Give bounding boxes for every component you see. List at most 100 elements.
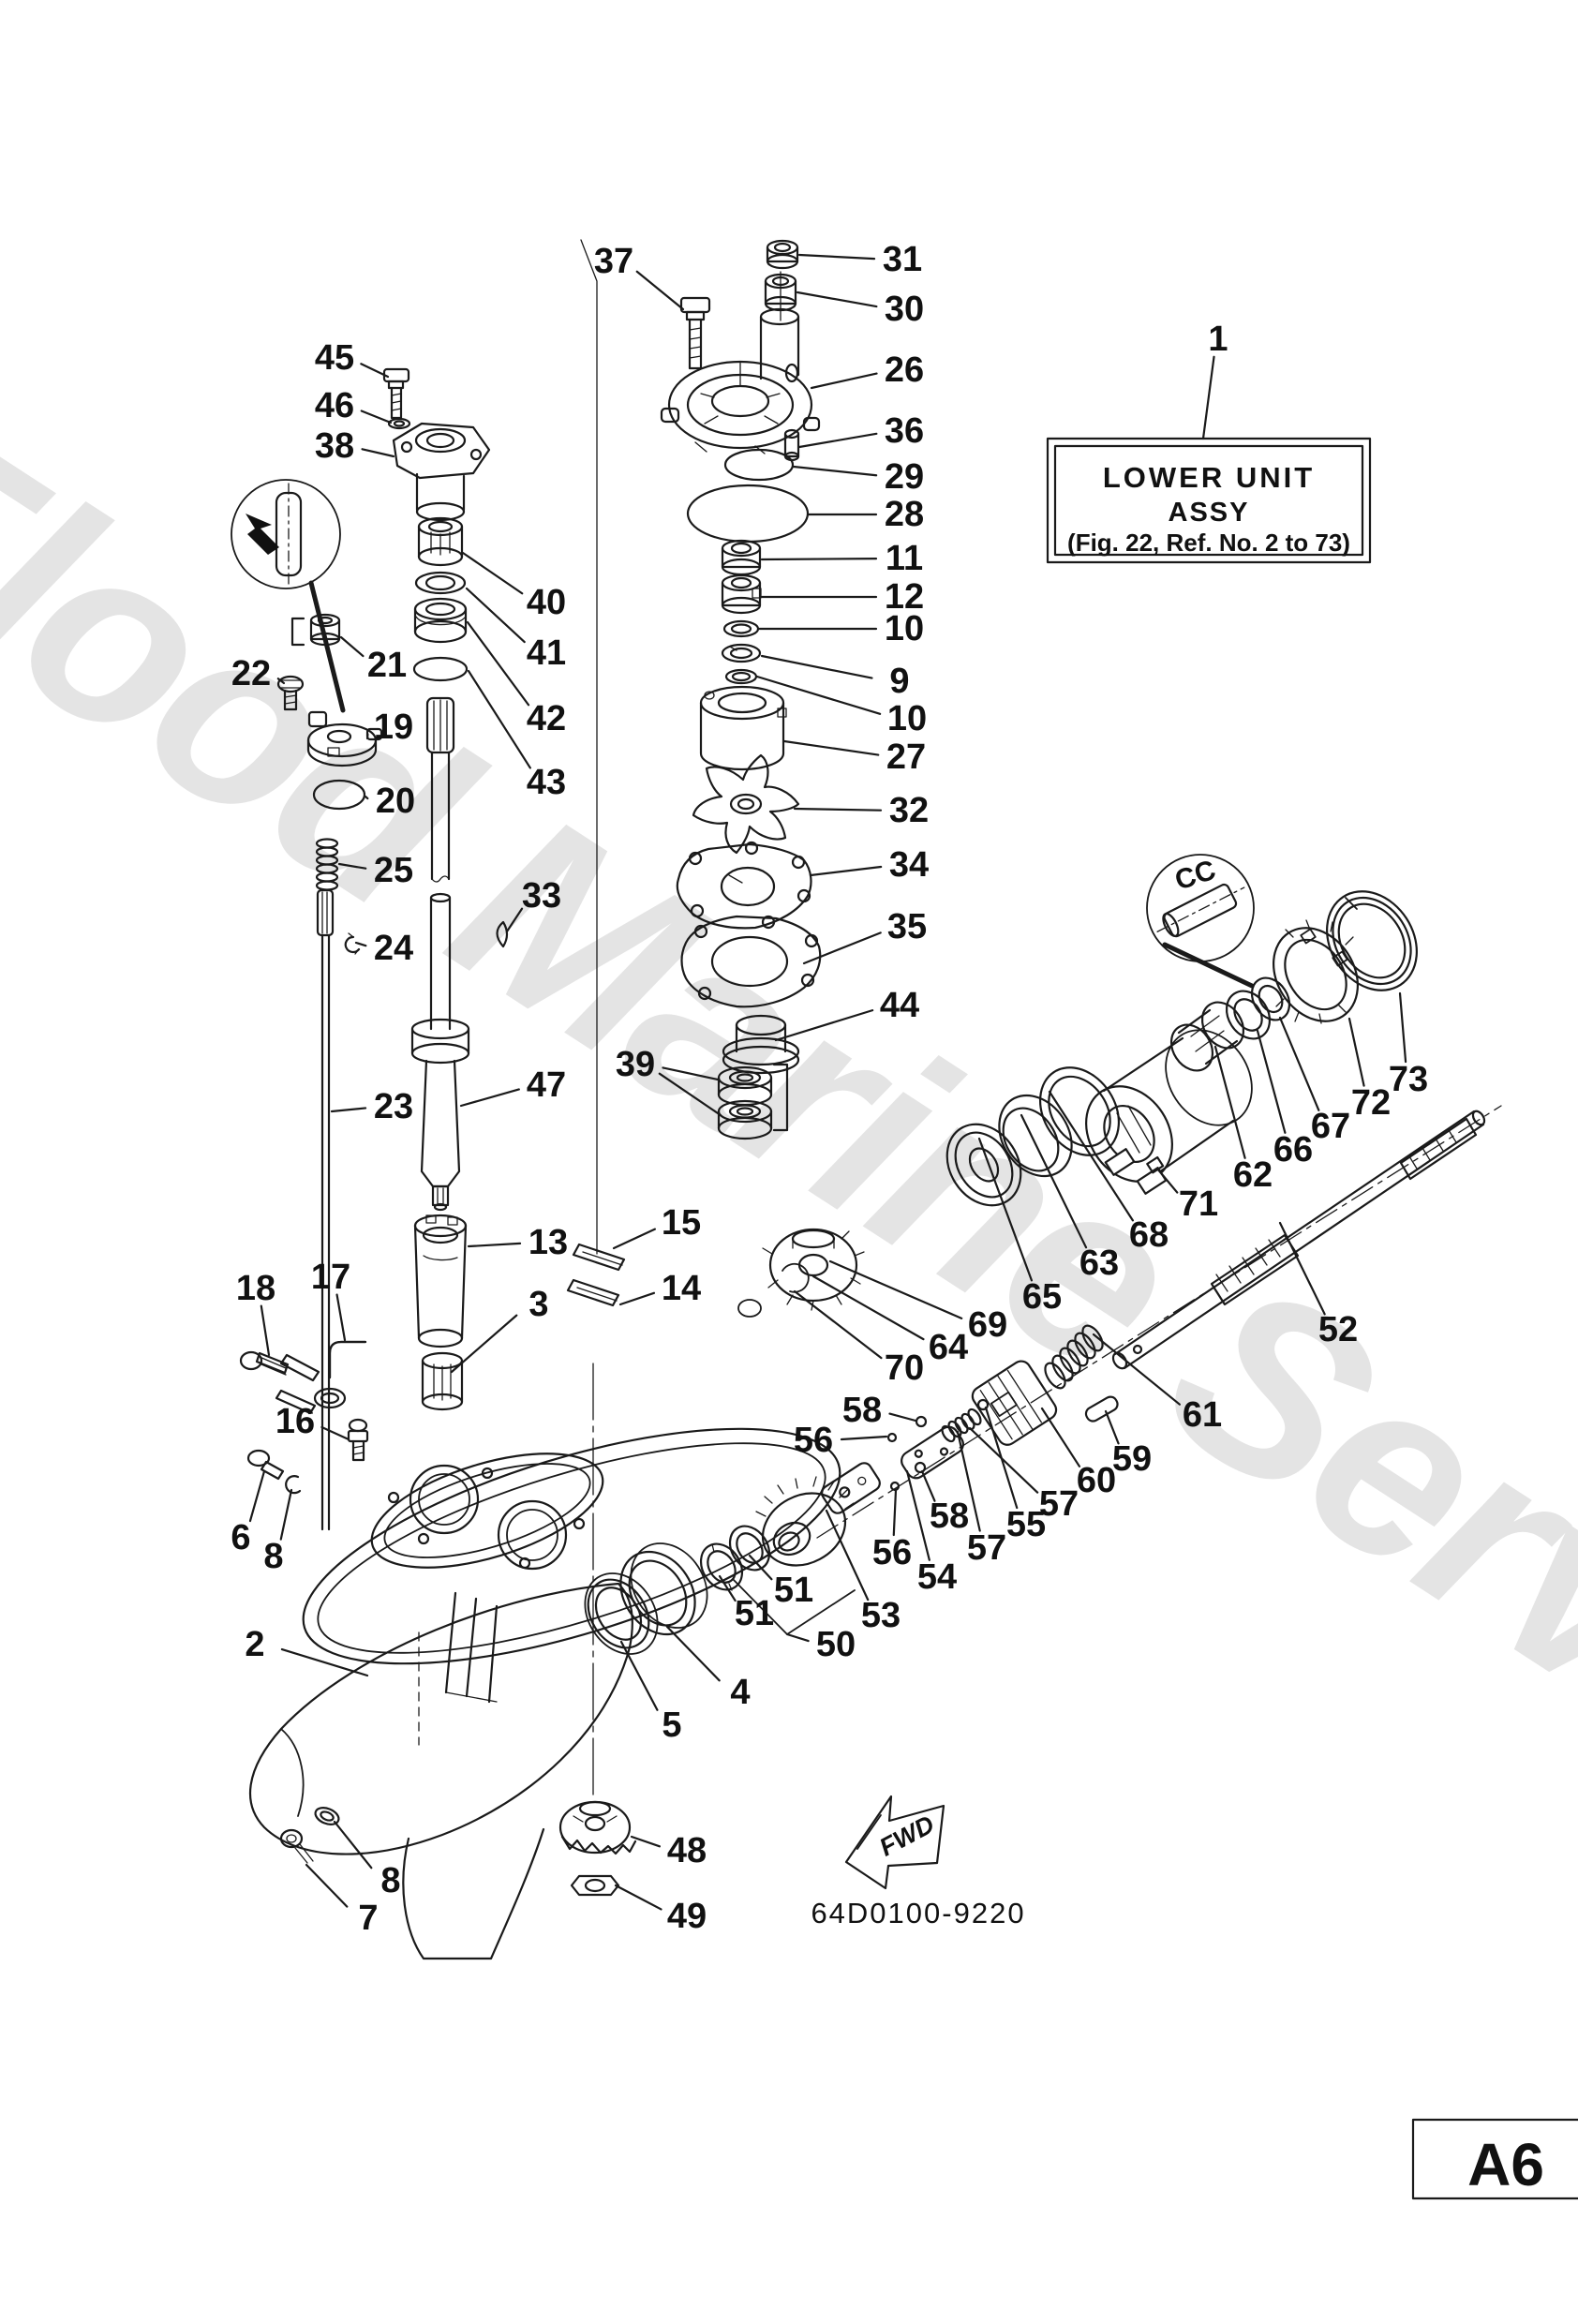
callout-33: 33 xyxy=(522,876,561,916)
leader-line-47 xyxy=(459,1088,520,1108)
leader-line-31 xyxy=(797,253,876,261)
part-spring-61 xyxy=(1044,1324,1104,1390)
callout-53: 53 xyxy=(861,1596,901,1635)
part-bushing-11 xyxy=(721,539,762,576)
callout-62: 62 xyxy=(1233,1155,1273,1195)
part-bearing-40 xyxy=(417,516,464,567)
leader-line-8 xyxy=(333,1820,373,1870)
part-pump-plate-34 xyxy=(676,841,812,930)
label-box-line3: (Fig. 22, Ref. No. 2 to 73) xyxy=(1067,529,1350,557)
callout-22: 22 xyxy=(231,654,271,693)
leader-line-40 xyxy=(461,551,524,595)
fwd-label: FWD xyxy=(875,1810,939,1861)
part-anode-tube-17 xyxy=(275,1340,367,1415)
part-cap-21 xyxy=(290,613,341,647)
part-washer-10a xyxy=(722,619,760,638)
callout-50: 50 xyxy=(816,1625,856,1664)
callout-69: 69 xyxy=(968,1305,1007,1345)
callout-24: 24 xyxy=(374,929,413,968)
callout-43: 43 xyxy=(527,763,566,802)
leader-line-65 xyxy=(977,1137,1034,1282)
callout-68: 68 xyxy=(1129,1215,1169,1255)
callout-6: 6 xyxy=(231,1518,250,1557)
callout-13: 13 xyxy=(528,1223,568,1262)
callout-41: 41 xyxy=(527,633,566,673)
seal-orientation-detail-icon: CC xyxy=(1146,854,1255,989)
leader-line-17 xyxy=(335,1293,347,1342)
part-bearing-race-68 xyxy=(1038,1066,1121,1156)
callout-51: 51 xyxy=(735,1594,774,1633)
part-grease-fitting-16 xyxy=(347,1418,369,1462)
callout-61: 61 xyxy=(1183,1395,1222,1435)
leader-line-35 xyxy=(802,931,882,965)
leader-line-64 xyxy=(811,1274,925,1341)
callout-11: 11 xyxy=(886,539,923,578)
leader-line-61 xyxy=(1092,1333,1182,1406)
leader-line-37 xyxy=(635,270,685,311)
callout-25: 25 xyxy=(374,851,413,890)
leader-line-52 xyxy=(1278,1221,1326,1316)
callout-57: 57 xyxy=(1039,1484,1079,1524)
callout-47: 47 xyxy=(527,1065,566,1105)
part-screw-18 xyxy=(239,1350,290,1376)
callout-42: 42 xyxy=(527,699,566,738)
callout-52: 52 xyxy=(1318,1310,1358,1349)
callout-72: 72 xyxy=(1351,1083,1391,1123)
leader-line-25 xyxy=(337,862,367,870)
callout-5: 5 xyxy=(662,1706,681,1745)
part-oring-43 xyxy=(412,656,469,682)
leader-line-5 xyxy=(619,1640,659,1711)
leader-line-32 xyxy=(793,807,883,812)
leader-line-56 xyxy=(892,1488,898,1537)
part-washer-9 xyxy=(721,643,762,663)
callout-36: 36 xyxy=(885,411,924,451)
leader-line-7 xyxy=(305,1863,349,1908)
part-key-15 xyxy=(572,1243,626,1272)
magnifier-pin-detail-icon xyxy=(231,479,346,713)
leader-line-10 xyxy=(755,675,882,715)
leader-line-51 xyxy=(748,1554,773,1581)
part-pump-housing-26 xyxy=(660,307,821,454)
leader-line-1 xyxy=(1201,355,1215,440)
part-driveshaft-47 xyxy=(410,696,470,1212)
part-bearing-51b xyxy=(728,1525,771,1572)
leader-line-15 xyxy=(612,1228,657,1250)
callout-7: 7 xyxy=(358,1899,378,1938)
label-box-line2: ASSY xyxy=(1169,498,1250,528)
leader-line-59 xyxy=(1104,1409,1120,1445)
callout-23: 23 xyxy=(374,1087,413,1126)
callout-73: 73 xyxy=(1389,1060,1428,1099)
callout-17: 17 xyxy=(311,1258,350,1297)
leader-line-20 xyxy=(364,795,369,800)
assembly-label-box: LOWER UNIT ASSY (Fig. 22, Ref. No. 2 to … xyxy=(1046,437,1372,564)
part-top-gasket xyxy=(370,1452,604,1571)
leader-line-42 xyxy=(466,620,530,707)
part-cross-pin-holder-54 xyxy=(821,1462,881,1514)
callout-59: 59 xyxy=(1112,1439,1152,1479)
callout-56: 56 xyxy=(794,1421,833,1460)
leader-line-33 xyxy=(505,907,524,933)
leader-line-68 xyxy=(1048,1090,1135,1222)
leader-line-54 xyxy=(905,1469,930,1561)
callout-31: 31 xyxy=(883,240,922,279)
callout-29: 29 xyxy=(885,457,924,497)
callout-8: 8 xyxy=(380,1861,400,1900)
callout-60: 60 xyxy=(1077,1461,1116,1500)
callout-67: 67 xyxy=(1311,1107,1350,1146)
part-washer-10b xyxy=(724,668,758,685)
callout-32: 32 xyxy=(889,791,929,830)
leader-line-27 xyxy=(782,739,880,756)
part-oil-seal-flange-38 xyxy=(392,422,491,522)
callout-70: 70 xyxy=(885,1348,924,1388)
leader-line-55 xyxy=(984,1406,1019,1510)
callout-34: 34 xyxy=(889,845,929,885)
part-oring-28 xyxy=(686,484,810,544)
part-bushing-62 xyxy=(1169,1001,1245,1072)
leader-line-56 xyxy=(840,1435,888,1441)
leader-line-57 xyxy=(956,1430,981,1532)
part-washer-41 xyxy=(414,571,467,595)
callout-37: 37 xyxy=(594,242,633,281)
leader-line-39 xyxy=(658,1072,722,1117)
part-forward-gear-assy-68 xyxy=(1085,1029,1253,1195)
leader-line-8 xyxy=(279,1488,293,1541)
